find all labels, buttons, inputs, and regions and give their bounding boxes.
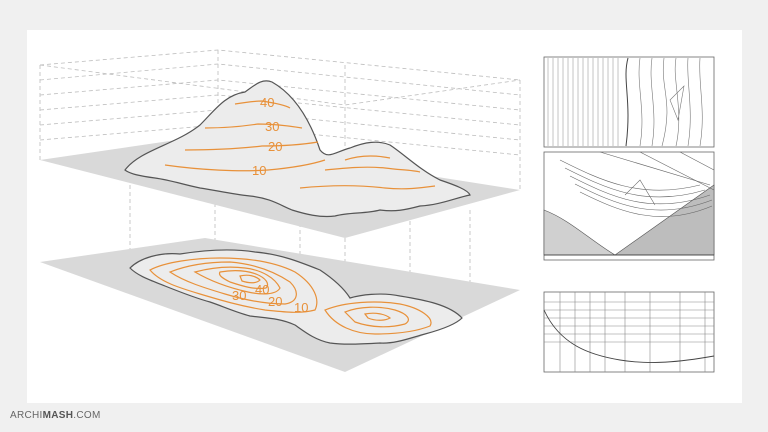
site-credit: ARCHIMASH.COM xyxy=(10,410,101,421)
upper-label-40: 40 xyxy=(260,95,274,110)
upper-label-30: 30 xyxy=(265,119,279,134)
lower-label-40: 40 xyxy=(255,282,269,297)
lower-label-10: 10 xyxy=(294,300,308,315)
upper-labels: 40 30 20 10 xyxy=(252,95,282,178)
upper-contours xyxy=(164,100,436,190)
lower-label-20: 20 xyxy=(268,294,282,309)
lower-contours xyxy=(149,257,432,335)
upper-label-10: 10 xyxy=(252,163,266,178)
section-drawing-bottom xyxy=(543,291,715,373)
upper-label-20: 20 xyxy=(268,139,282,154)
lower-labels: 40 30 20 10 xyxy=(232,282,308,315)
upper-terrain xyxy=(124,80,471,218)
section-drawing-top xyxy=(543,56,715,148)
lower-label-30: 30 xyxy=(232,288,246,303)
section-drawing-middle xyxy=(543,151,715,261)
